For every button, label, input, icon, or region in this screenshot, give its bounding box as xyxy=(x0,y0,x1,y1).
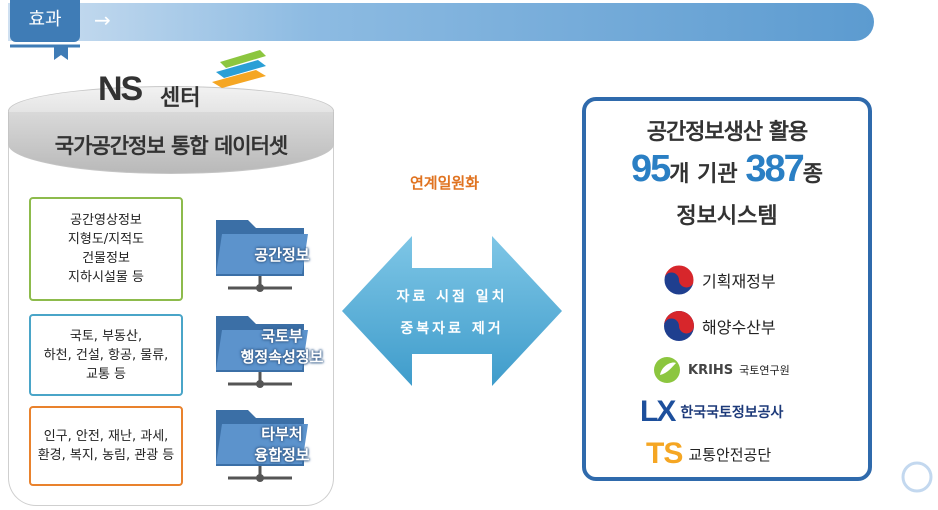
result-subtitle: 정보시스템 xyxy=(676,204,778,229)
org-lx: LX 한국국토정보공사 xyxy=(640,394,783,430)
lx-logo-icon: LX xyxy=(640,395,676,428)
org-krihs: KRIHS 국토연구원 xyxy=(652,352,790,388)
arrow-right-icon: → xyxy=(94,8,111,32)
folder-label-line: 공간정보 xyxy=(254,246,310,264)
org-name: 기획재정부 xyxy=(702,272,776,291)
agency-count: 95 xyxy=(631,148,671,190)
category-other-ministries: 인구, 안전, 재난, 과세, 환경, 복지, 농림, 관광 등 xyxy=(29,406,183,486)
org-name: 국토연구원 xyxy=(739,364,790,377)
taeguk-emblem-icon xyxy=(663,264,695,296)
org-name: 교통안전공단 xyxy=(688,445,772,464)
folder-label-line: 행정속성정보 xyxy=(240,348,324,366)
system-count: 387 xyxy=(745,148,804,190)
cylinder-band xyxy=(8,112,334,174)
category-line: 지하시설물 등 xyxy=(68,270,144,285)
org-mof: 해양수산부 xyxy=(662,308,776,344)
dataset-title: 국가공간정보 통합 데이터셋 xyxy=(54,134,288,158)
arrow-text-line: 자료 시점 일치 xyxy=(396,289,508,305)
category-line: 국토, 부동산, xyxy=(69,328,143,344)
header-banner xyxy=(8,3,874,41)
watermark-icon xyxy=(901,461,933,493)
ns-center-book-icon xyxy=(212,50,266,88)
agency-unit: 개 기관 xyxy=(669,162,738,187)
category-line: 환경, 복지, 농림, 관광 등 xyxy=(37,448,175,463)
category-line: 인구, 안전, 재난, 과세, xyxy=(43,429,169,444)
folder-network-icon xyxy=(216,410,308,482)
result-title: 공간정보생산 활용 xyxy=(646,120,809,145)
category-line: 하천, 건설, 항공, 물류, xyxy=(43,347,169,363)
folder-label-line: 융합정보 xyxy=(254,446,310,464)
section-tag-label: 효과 xyxy=(28,9,62,30)
link-label: 연계일원화 xyxy=(410,174,480,192)
org-logo-text: KRIHS xyxy=(688,362,734,378)
category-line: 공간영상정보 xyxy=(70,213,142,228)
category-line: 지형도/지적도 xyxy=(67,232,145,247)
result-count: 95개 기관 387종 xyxy=(582,148,872,191)
org-moef: 기획재정부 xyxy=(662,262,776,298)
folder-label: 국토부 행정속성정보 xyxy=(232,326,332,368)
folder-label: 타부처 융합정보 xyxy=(232,424,332,466)
folder-label-line: 국토부 xyxy=(261,327,303,345)
folder-label: 공간정보 xyxy=(232,245,332,266)
arrow-text-line: 중복자료 제거 xyxy=(400,321,504,337)
org-name: 해양수산부 xyxy=(702,318,776,337)
result-panel xyxy=(582,97,872,481)
ns-logo: NS xyxy=(98,70,143,108)
category-line: 건물정보 xyxy=(82,251,130,266)
category-molit: 국토, 부동산, 하천, 건설, 항공, 물류, 교통 등 xyxy=(29,314,183,396)
krihs-leaf-icon xyxy=(654,357,680,383)
taeguk-emblem-icon xyxy=(664,311,694,341)
category-spatial: 공간영상정보 지형도/지적도 건물정보 지하시설물 등 xyxy=(29,197,183,301)
category-line: 교통 등 xyxy=(85,366,126,382)
section-tag: 효과 xyxy=(10,0,80,42)
org-name: 한국국토정보공사 xyxy=(680,405,784,421)
folder-label-line: 타부처 xyxy=(261,425,303,443)
system-unit: 종 xyxy=(802,162,823,187)
ts-logo-icon: TS xyxy=(646,437,683,470)
ns-logo-sub: 센터 xyxy=(160,86,201,111)
folder-network-icon xyxy=(216,316,308,388)
double-arrow-icon xyxy=(342,236,562,386)
org-ts: TS 교통안전공단 xyxy=(646,436,771,472)
bookmark-icon xyxy=(10,44,80,60)
folder-network-icon xyxy=(216,220,308,292)
